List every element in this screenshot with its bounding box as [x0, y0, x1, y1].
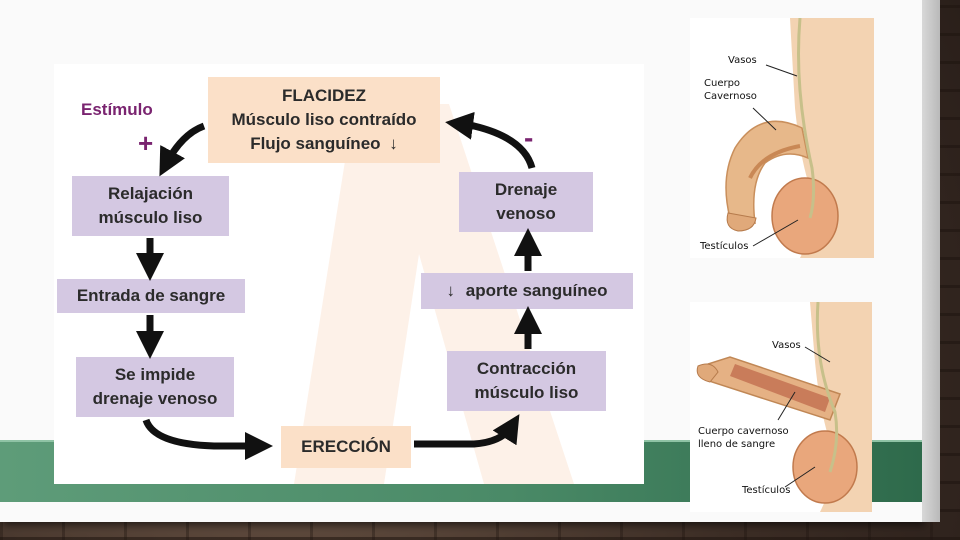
step-impide-box: Se impide drenaje venoso	[76, 357, 234, 417]
anatomy-erect-illustration	[696, 302, 872, 512]
anatomy-flaccid-image: Vasos Cuerpo Cavernoso Testículos	[690, 18, 874, 258]
ereccion-label: ERECCIÓN	[301, 437, 391, 456]
ereccion-box: ERECCIÓN	[281, 426, 411, 468]
flacidez-box: FLACIDEZ Músculo liso contraído Flujo sa…	[208, 77, 440, 163]
step-entrada-box: Entrada de sangre	[57, 279, 245, 313]
erect-cuerpo-label-2: lleno de sangre	[698, 439, 776, 450]
erect-testiculos-label: Testículos	[742, 485, 791, 496]
anatomy-erect-image: Vasos Cuerpo cavernoso lleno de sangre T…	[690, 302, 872, 512]
flacidez-line-2: Flujo sanguíneo ↓	[250, 132, 398, 156]
step-drenaje-box: Drenaje venoso	[459, 172, 593, 232]
step-drenaje-line-1: Drenaje	[494, 180, 558, 199]
flaccid-cuerpo-label-1: Cuerpo	[704, 78, 741, 89]
minus-sign: -	[524, 122, 534, 153]
aporte-down-arrow-icon: ↓	[446, 281, 456, 300]
step-entrada-line-1: Entrada de sangre	[76, 286, 226, 305]
step-contraccion-line-1: Contracción	[476, 359, 577, 378]
plus-sign: +	[138, 128, 154, 158]
step-contraccion-box: Contracción músculo liso	[447, 351, 606, 411]
step-aporte-box: ↓ aporte sanguíneo	[421, 273, 633, 309]
flaccid-cuerpo-label-2: Cavernoso	[704, 91, 757, 102]
erect-vasos-label: Vasos	[772, 340, 801, 351]
flacidez-flow-text: Flujo sanguíneo	[250, 134, 381, 153]
flacidez-title: FLACIDEZ	[281, 86, 367, 105]
aporte-text: aporte sanguíneo	[465, 281, 608, 300]
flacidez-down-arrow-icon: ↓	[389, 134, 398, 153]
erection-cycle-diagram: FLACIDEZ Músculo liso contraído Flujo sa…	[54, 64, 644, 484]
flacidez-line-1: Músculo liso contraído	[231, 110, 417, 129]
slide-right-edge	[922, 0, 940, 522]
stimulus-label: Estímulo	[81, 100, 153, 119]
step-aporte-line: ↓ aporte sanguíneo	[447, 279, 608, 303]
step-relajacion-line-1: Relajación	[107, 184, 194, 203]
step-contraccion-line-2: músculo liso	[474, 383, 579, 402]
anatomy-flaccid-illustration	[725, 18, 874, 258]
step-impide-line-2: drenaje venoso	[92, 389, 218, 408]
step-relajacion-box: Relajación músculo liso	[72, 176, 229, 236]
step-impide-line-1: Se impide	[114, 365, 196, 384]
erect-cuerpo-label-1: Cuerpo cavernoso	[698, 426, 789, 437]
step-drenaje-line-2: venoso	[496, 204, 556, 223]
step-relajacion-line-2: músculo liso	[98, 208, 203, 227]
flaccid-vasos-label: Vasos	[728, 55, 757, 66]
flaccid-testiculos-label: Testículos	[700, 241, 749, 252]
